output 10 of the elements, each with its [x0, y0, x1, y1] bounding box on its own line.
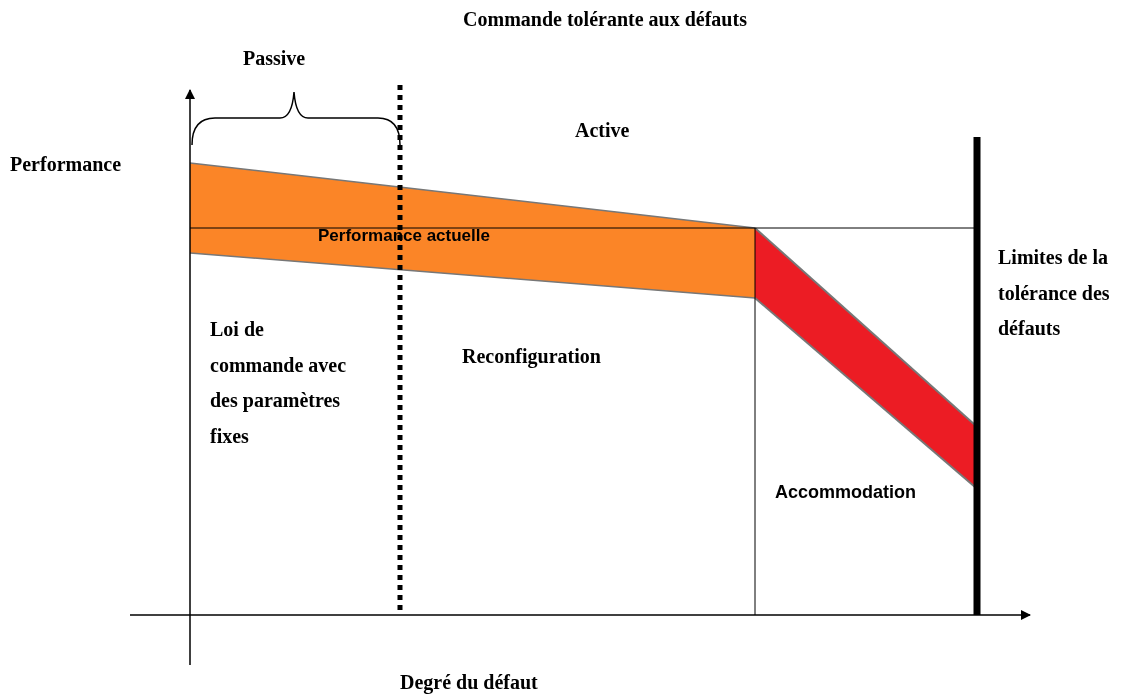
- region-label: Active: [575, 118, 630, 142]
- region-label: Loi de commande avec des paramètres fixes: [210, 317, 348, 449]
- axis-label: Degré du défaut: [400, 670, 538, 694]
- region-label: Accommodation: [775, 482, 916, 504]
- region-label: Reconfiguration: [462, 344, 601, 368]
- diagram-title: Commande tolérante aux défauts: [462, 8, 748, 31]
- axis-label: Performance: [10, 152, 122, 176]
- band-label: Performance actuelle: [318, 226, 490, 247]
- bracket-label: Passive: [243, 46, 306, 70]
- limit-label: Limites de la tolérance des défauts: [998, 245, 1111, 342]
